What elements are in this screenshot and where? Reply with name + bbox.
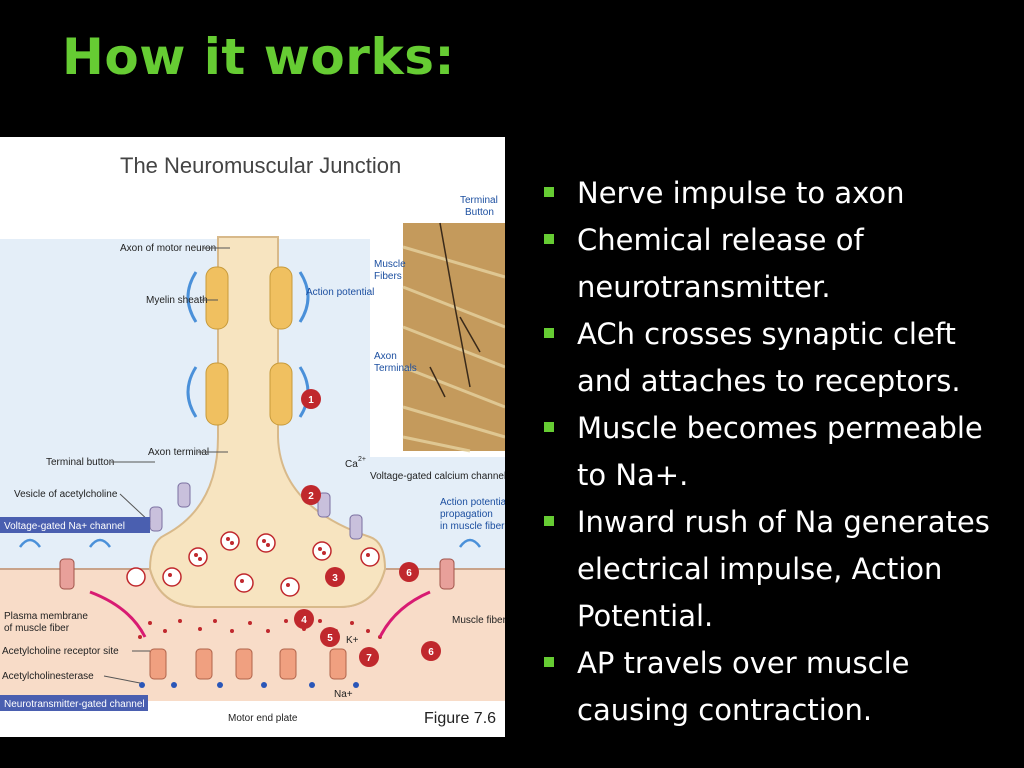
acetylcholinesterase (139, 682, 359, 688)
bullet-square-icon (544, 234, 554, 244)
label-ap-prop-3: in muscle fiber (440, 521, 505, 532)
label-muscle-fiber: Muscle fiber (452, 615, 505, 626)
bullet-text: AP travels over muscle causing contracti… (577, 646, 910, 727)
label-motor-end-plate: Motor end plate (228, 713, 298, 724)
step-6a: 6 (406, 568, 412, 579)
vesicles (126, 531, 380, 597)
label-na-channel: Voltage-gated Na+ channel (4, 521, 125, 532)
myelin-right-2 (269, 362, 293, 426)
label-ache: Acetylcholinesterase (2, 671, 94, 682)
bullet-text: ACh crosses synaptic cleft and attaches … (577, 317, 961, 398)
inset-muscle-label: Muscle (374, 259, 406, 270)
figure-title: The Neuromuscular Junction (120, 153, 401, 178)
label-ca: Ca (345, 459, 358, 470)
ap-arrow-right-1 (298, 271, 310, 323)
label-ap-prop-1: Action potential (440, 497, 505, 508)
inset-terminal-label: Terminal (460, 195, 498, 206)
bullet-text: Nerve impulse to axon (577, 176, 905, 210)
bullet-item: AP travels over muscle causing contracti… (540, 640, 1015, 734)
slide-title: How it works: (62, 28, 455, 86)
propagation-arrow-left-1 (18, 538, 42, 548)
bullet-item: Nerve impulse to axon (540, 170, 1015, 217)
step-markers (294, 389, 441, 667)
step-4: 4 (301, 615, 307, 626)
inset-fibers-label: Fibers (374, 271, 402, 282)
bullet-list: Nerve impulse to axon Chemical release o… (540, 170, 1015, 734)
label-ap-prop-2: propagation (440, 509, 493, 520)
myelin-left-1 (205, 266, 229, 330)
micrograph-fibers (402, 245, 505, 453)
axon-terminal-body (148, 236, 387, 608)
label-plasma-membrane: Plasma membrane (4, 611, 88, 622)
na-channel-bar (0, 517, 150, 533)
ap-arrow-left-1 (186, 271, 198, 323)
label-of-muscle-fiber: of muscle fiber (4, 623, 70, 634)
myelin-right-1 (269, 266, 293, 330)
inset-axon-label: Axon (374, 351, 397, 362)
bullet-item: Muscle becomes permeable to Na+. (540, 405, 1015, 499)
step-3: 3 (332, 573, 338, 584)
micrograph-terminals (429, 222, 481, 398)
bullet-text: Chemical release of neurotransmitter. (577, 223, 864, 304)
step-7: 7 (366, 653, 372, 664)
myelin-left-2 (205, 362, 229, 426)
leader-ache (103, 675, 141, 684)
bullet-square-icon (544, 187, 554, 197)
label-myelin: Myelin sheath (146, 295, 208, 306)
vesicle-contents (168, 537, 370, 587)
micrograph-inset (403, 223, 505, 451)
title-bar (0, 0, 1024, 160)
propagation-arrow-right (458, 538, 482, 548)
label-na: Na+ (334, 689, 353, 700)
step-2: 2 (308, 491, 314, 502)
inset-button-label: Button (465, 207, 494, 218)
figure-number: Figure 7.6 (424, 710, 496, 727)
label-vesicle: Vesicle of acetylcholine (14, 489, 118, 500)
bullet-item: ACh crosses synaptic cleft and attaches … (540, 311, 1015, 405)
current-arrow-right (378, 590, 431, 638)
bullet-item: Chemical release of neurotransmitter. (540, 217, 1015, 311)
bullet-square-icon (544, 422, 554, 432)
acetylcholine-molecules (138, 619, 382, 639)
figure-svg: The Neuromuscular Junction Terminal Butt… (0, 153, 505, 727)
bullet-square-icon (544, 516, 554, 526)
label-receptor-site: Acetylcholine receptor site (2, 646, 119, 657)
label-k: K+ (346, 635, 359, 646)
bullet-square-icon (544, 328, 554, 338)
na-channel-left (59, 558, 75, 590)
label-terminal-button: Terminal button (46, 457, 114, 468)
calcium-channels (149, 482, 363, 540)
right-panel (505, 160, 1024, 768)
bullet-item: Inward rush of Na generates electrical i… (540, 499, 1015, 640)
label-ca-sup: 2+ (358, 456, 366, 463)
nt-channel-bar (0, 695, 148, 711)
muscle-fiber-region (0, 569, 505, 701)
step-1: 1 (308, 395, 314, 406)
bullet-text: Muscle becomes permeable to Na+. (577, 411, 983, 492)
receptor-channels (149, 648, 347, 680)
propagation-arrow-left-2 (88, 538, 112, 548)
bullet-text: Inward rush of Na generates electrical i… (577, 505, 990, 633)
current-arrow-left (89, 590, 147, 638)
ap-arrow-left-2 (186, 366, 198, 418)
step-6b: 6 (428, 647, 434, 658)
na-channel-right (439, 558, 455, 590)
label-axon: Axon of motor neuron (120, 243, 216, 254)
label-nt-channel: Neurotransmitter-gated channel (4, 699, 145, 710)
step-5: 5 (327, 633, 333, 644)
inset-terminals-label: Terminals (374, 363, 417, 374)
label-action-potential: Action potential (306, 287, 374, 298)
bullet-square-icon (544, 657, 554, 667)
label-ca-channel: Voltage-gated calcium channel (370, 471, 505, 482)
neuromuscular-junction-figure: The Neuromuscular Junction Terminal Butt… (0, 137, 505, 737)
label-axon-terminal: Axon terminal (148, 447, 209, 458)
